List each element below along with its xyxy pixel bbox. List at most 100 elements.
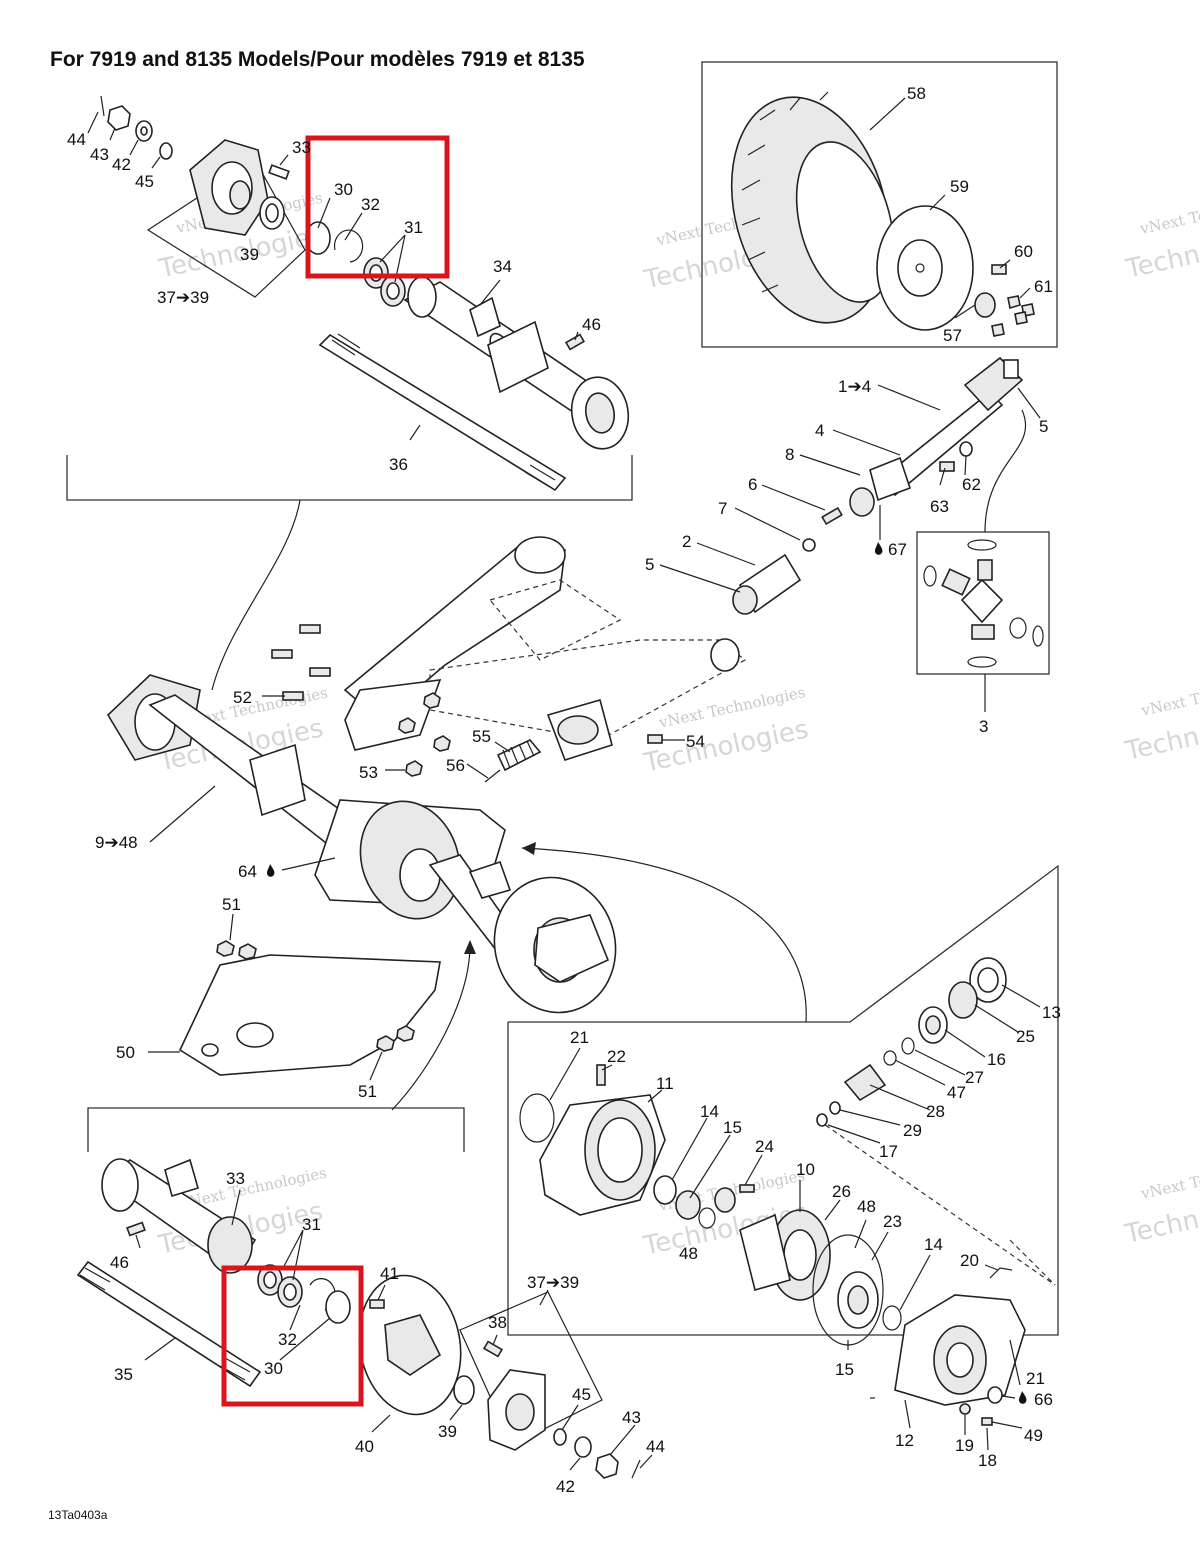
label-13: 13 <box>1042 1003 1061 1022</box>
highlight-box-lower-bearings <box>221 1265 364 1407</box>
label-1-4: 1➔4 <box>838 377 871 396</box>
label-5: 5 <box>1039 417 1048 436</box>
leader-lines <box>87 97 1041 1471</box>
figure-code: 13Ta0403a <box>48 1508 108 1522</box>
label-61: 61 <box>1034 277 1053 296</box>
label-10: 10 <box>796 1160 815 1179</box>
label-16: 16 <box>987 1050 1006 1069</box>
label-30: 30 <box>334 180 353 199</box>
label-60: 60 <box>1014 242 1033 261</box>
skid-plate <box>178 940 441 1076</box>
label-31b: 31 <box>302 1215 321 1234</box>
watermark-text: vNext Technologies <box>1139 671 1200 720</box>
label-42: 42 <box>112 155 131 174</box>
label-30b: 30 <box>264 1359 283 1378</box>
label-14c: 14 <box>924 1235 943 1254</box>
label-7: 7 <box>718 499 727 518</box>
label-36: 36 <box>389 455 408 474</box>
label-44b: 44 <box>646 1437 665 1456</box>
label-33: 33 <box>292 138 311 157</box>
label-41: 41 <box>380 1264 399 1283</box>
label-9-48: 9➔48 <box>95 833 138 852</box>
label-2: 2 <box>682 532 691 551</box>
lubricant-drop-icons <box>267 542 1027 1404</box>
label-46b: 46 <box>110 1253 129 1272</box>
label-37-39b: 37➔39 <box>527 1273 579 1292</box>
watermark-text: vNext Technologies <box>1139 1154 1200 1203</box>
differential-box <box>507 864 1059 1336</box>
label-64: 64 <box>238 862 257 881</box>
label-43: 43 <box>90 145 109 164</box>
label-56: 56 <box>446 756 465 775</box>
label-20: 20 <box>960 1251 979 1270</box>
group-outlines <box>66 61 1059 1446</box>
label-52: 52 <box>233 688 252 707</box>
label-67: 67 <box>888 540 907 559</box>
label-59: 59 <box>950 177 969 196</box>
label-15: 15 <box>723 1118 742 1137</box>
label-32b: 32 <box>278 1330 297 1349</box>
label-57: 57 <box>943 326 962 345</box>
label-40: 40 <box>355 1437 374 1456</box>
drop-icon <box>875 542 883 555</box>
wheel-group <box>730 91 1035 337</box>
label-25: 25 <box>1016 1027 1035 1046</box>
label-19: 19 <box>955 1436 974 1455</box>
label-53: 53 <box>359 763 378 782</box>
rear-axle-housing <box>106 674 617 1014</box>
label-15b: 15 <box>835 1360 854 1379</box>
lower-axle-bracket <box>87 1107 465 1152</box>
label-45: 45 <box>135 172 154 191</box>
label-47: 47 <box>947 1083 966 1102</box>
label-62: 62 <box>962 475 981 494</box>
label-31: 31 <box>404 218 423 237</box>
label-29: 29 <box>903 1121 922 1140</box>
drop-icon <box>267 864 275 877</box>
label-6: 6 <box>748 475 757 494</box>
drop-icon <box>1019 1391 1027 1404</box>
label-48b: 48 <box>857 1197 876 1216</box>
label-21: 21 <box>570 1028 589 1047</box>
label-18: 18 <box>978 1451 997 1470</box>
wheel-group-box <box>701 61 1058 348</box>
universal-joint-box <box>916 531 1050 675</box>
part-labels: 44 43 42 45 33 30 32 31 39 37➔39 3 4 46 3… <box>67 84 1061 1496</box>
label-14: 14 <box>700 1102 719 1121</box>
label-23: 23 <box>883 1212 902 1231</box>
highlight-box-upper-bearings <box>305 135 450 279</box>
label-12: 12 <box>895 1431 914 1450</box>
page-title: For 7919 and 8135 Models/Pour modèles 79… <box>50 48 585 71</box>
label-54: 54 <box>686 732 705 751</box>
watermark-text: vNext Technologies <box>1138 189 1200 238</box>
label-63: 63 <box>930 497 949 516</box>
differential-group <box>519 957 1026 1426</box>
label-39: 39 <box>240 245 259 264</box>
label-26: 26 <box>832 1182 851 1201</box>
upper-axle-bracket <box>66 455 633 501</box>
label-38: 38 <box>488 1313 507 1332</box>
label-50: 50 <box>116 1043 135 1062</box>
label-27: 27 <box>965 1068 984 1087</box>
label-11: 11 <box>656 1074 674 1093</box>
label-43b: 43 <box>622 1408 641 1427</box>
label-33b: 33 <box>226 1169 245 1188</box>
connector-curves <box>211 409 1056 1286</box>
label-32: 32 <box>361 195 380 214</box>
label-24: 24 <box>755 1137 774 1156</box>
label-48: 48 <box>679 1244 698 1263</box>
label-39b: 39 <box>438 1422 457 1441</box>
driveshaft-group <box>732 356 1044 668</box>
label-3: 3 <box>979 717 988 736</box>
label-21b: 21 <box>1026 1369 1045 1388</box>
label-45b: 45 <box>572 1385 591 1404</box>
label-66: 66 <box>1034 1390 1053 1409</box>
label-28: 28 <box>926 1102 945 1121</box>
label-35: 35 <box>114 1365 133 1384</box>
label-8: 8 <box>785 445 794 464</box>
label-22: 22 <box>607 1047 626 1066</box>
label-4: 4 <box>815 421 824 440</box>
label-37-39: 37➔39 <box>157 288 209 307</box>
